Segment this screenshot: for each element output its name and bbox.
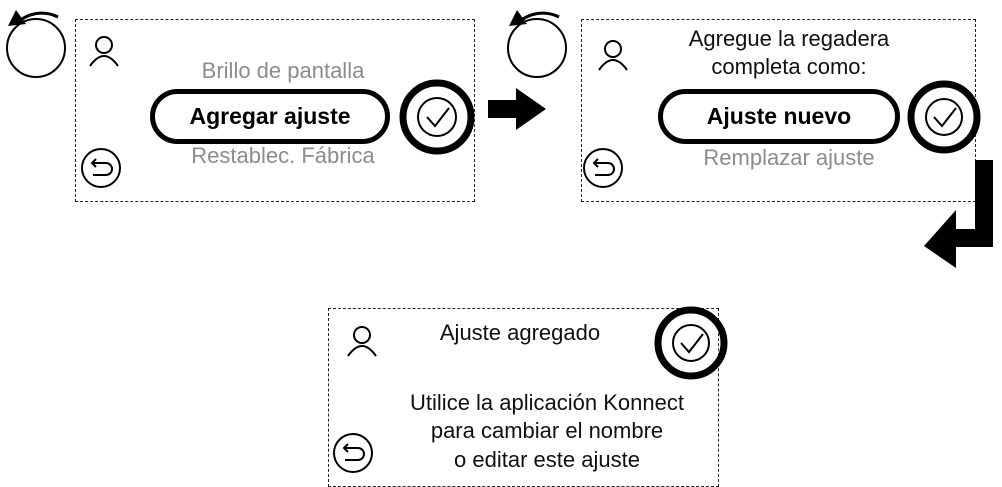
user-icon bbox=[347, 326, 377, 357]
display-panel-1 bbox=[75, 19, 475, 202]
screen-3: Ajuste agregado Utilice la aplicación Ko… bbox=[328, 306, 728, 487]
user-icon bbox=[89, 36, 119, 67]
confirm-check-icon[interactable] bbox=[904, 80, 984, 160]
rotate-arrow-icon bbox=[509, 10, 527, 26]
user-icon bbox=[598, 40, 628, 71]
back-icon[interactable] bbox=[80, 147, 124, 191]
selected-menu-item[interactable]: Ajuste nuevo bbox=[658, 89, 900, 144]
screen-2: Agregue la regadera completa como: Ajust… bbox=[500, 0, 1002, 210]
back-icon[interactable] bbox=[332, 432, 376, 476]
rotate-arrow-icon bbox=[8, 10, 26, 26]
confirm-check-icon[interactable] bbox=[654, 306, 734, 386]
title: Ajuste agregado bbox=[439, 320, 601, 345]
back-icon[interactable] bbox=[582, 147, 626, 191]
prompt-line-1: Agregue la regadera bbox=[688, 26, 890, 51]
message-line-2: para cambiar el nombre bbox=[430, 418, 664, 443]
message-line-3: o editar este ajuste bbox=[454, 447, 640, 472]
screen-1: Brillo de pantalla Agregar ajuste Restab… bbox=[0, 0, 480, 210]
rotary-knob-icon[interactable] bbox=[0, 0, 80, 80]
right-arrow-icon bbox=[488, 88, 546, 130]
message-line-1: Utilice la aplicación Konnect bbox=[410, 390, 684, 415]
menu-item-below[interactable]: Restablec. Fábrica bbox=[191, 143, 375, 168]
down-left-arrow-icon bbox=[924, 160, 993, 268]
rotary-knob-icon[interactable] bbox=[500, 0, 580, 80]
selected-menu-item[interactable]: Agregar ajuste bbox=[150, 89, 390, 144]
prompt-line-2: completa como: bbox=[711, 54, 867, 79]
menu-item-below[interactable]: Remplazar ajuste bbox=[703, 145, 875, 170]
menu-item-above[interactable]: Brillo de pantalla bbox=[201, 58, 365, 83]
confirm-check-icon[interactable] bbox=[397, 79, 477, 160]
